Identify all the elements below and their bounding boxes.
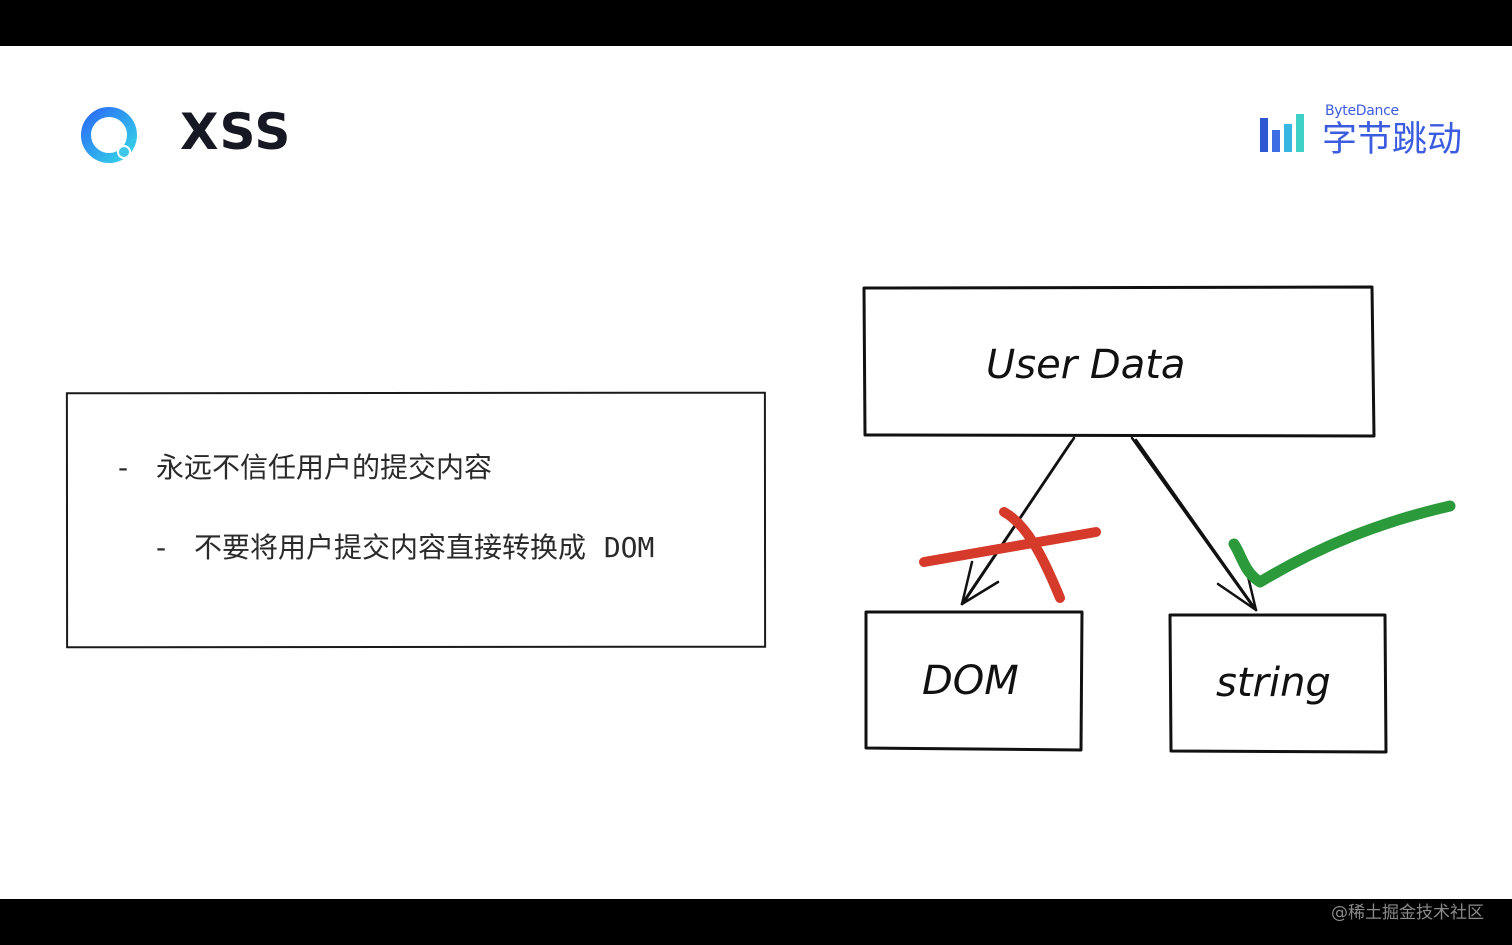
bullet-box (65, 391, 767, 649)
wrong-mark-icon (919, 507, 1101, 603)
user-data-label: User Data (986, 342, 1185, 388)
letterbox-top (0, 0, 1512, 46)
dom-box: DOM (864, 610, 1084, 752)
bullet-text: 永远不信任用户的提交内容 (156, 451, 493, 484)
string-label: string (1216, 660, 1331, 706)
dom-label: DOM (922, 658, 1019, 704)
bullet-dash: - (118, 451, 129, 484)
bytedance-bars-icon (1260, 114, 1304, 152)
bullet-item: -永远不信任用户的提交内容 (118, 448, 492, 488)
user-data-box: User Data (862, 285, 1376, 438)
right-mark-icon (1228, 500, 1456, 588)
bullet-text: 不要将用户提交内容直接转换成 (194, 531, 587, 564)
brand-name-en: ByteDance (1325, 103, 1399, 119)
brand-logo: ByteDance 字节跳动 (1258, 102, 1468, 162)
slide: XSS ByteDance 字节跳动 -永远不信任用户的提交内容 -不要将用户提… (0, 46, 1512, 899)
watermark: @稀土掘金技术社区 (1331, 903, 1484, 923)
letterbox-bottom (0, 899, 1512, 945)
sub-bullet-item: -不要将用户提交内容直接转换成 DOM (156, 528, 654, 568)
string-box: string (1168, 613, 1388, 754)
bullet-code: DOM (603, 531, 655, 564)
xss-diagram: User Data DOM string (862, 285, 1456, 754)
logo-icon (81, 107, 137, 163)
slide-title: XSS (180, 103, 292, 161)
brand-name-cn: 字节跳动 (1322, 120, 1463, 160)
arrow-to-string (1130, 436, 1258, 612)
bullet-dash: - (156, 531, 167, 564)
